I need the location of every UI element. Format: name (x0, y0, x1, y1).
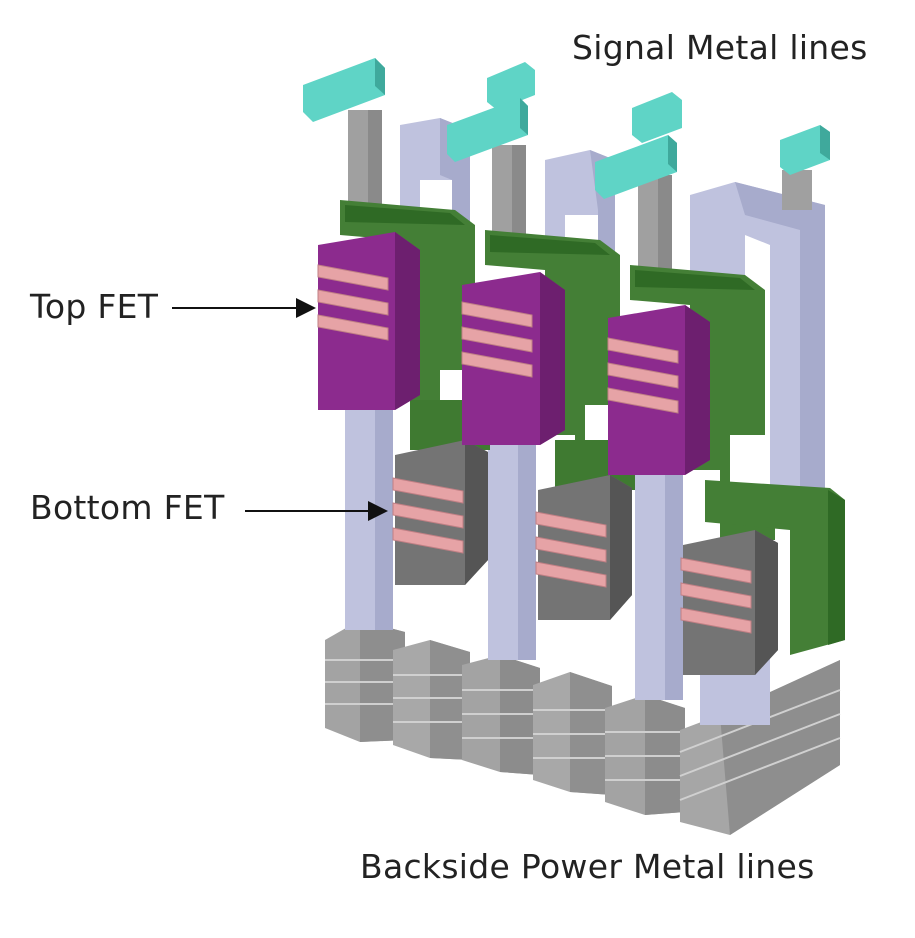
signal-metal-line (780, 125, 830, 175)
gate-structure (705, 480, 845, 655)
backside-power-rails (325, 620, 841, 835)
interconnect-pillar (488, 435, 536, 660)
power-rail-block (393, 640, 470, 760)
signal-via (348, 110, 382, 205)
channels (317, 264, 752, 634)
signal-metal-line (595, 92, 682, 199)
power-rail-block (533, 672, 612, 795)
signal-via (782, 170, 812, 210)
bottom-fet-channels (392, 477, 752, 634)
bottom-fet-label: Bottom FET (30, 488, 225, 527)
top-fet-label: Top FET (30, 287, 159, 326)
interconnect-arch (690, 182, 825, 490)
signal-via (492, 145, 526, 240)
backside-power-metal-lines-label: Backside Power Metal lines (360, 847, 815, 886)
top-fet-channels (317, 264, 679, 414)
interconnect-pillars (345, 118, 825, 725)
signal-metal-line (303, 58, 385, 122)
signal-via (638, 175, 672, 275)
power-rail-block (605, 695, 685, 815)
top-fet (608, 305, 710, 475)
interconnect-pillar (635, 470, 683, 700)
signal-metal-lines (303, 58, 830, 275)
power-rail-block (462, 655, 540, 775)
signal-metal-line (447, 62, 535, 162)
signal-metal-lines-label: Signal Metal lines (572, 28, 868, 67)
